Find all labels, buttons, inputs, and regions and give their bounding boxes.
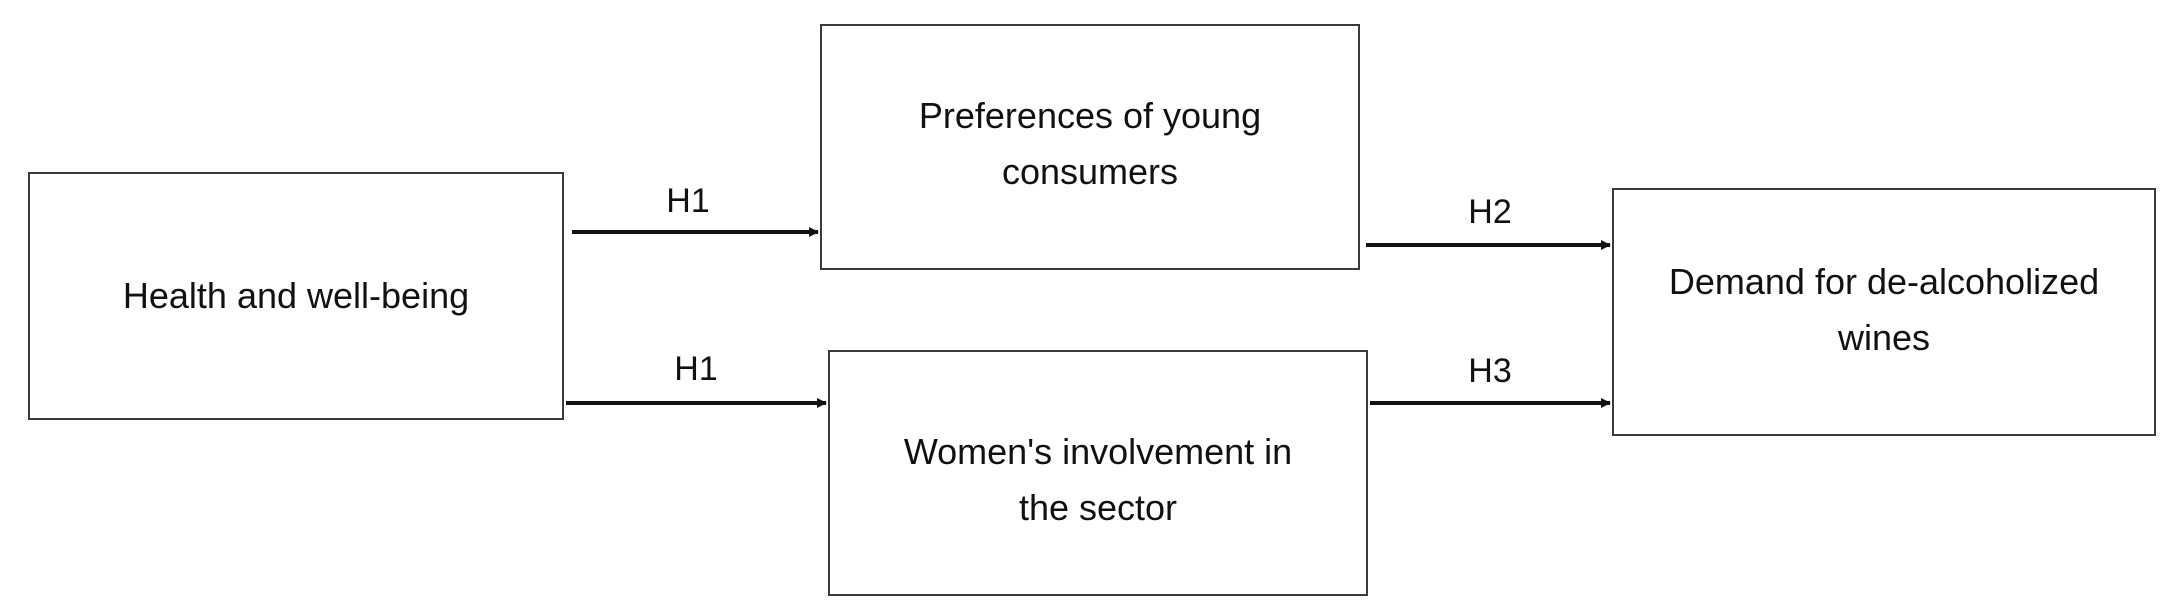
node-label: Demand for de-alcoholized wines — [1668, 261, 2100, 358]
edge-health-to-women: H1 — [566, 350, 827, 408]
edge-young-to-demand: H2 — [1366, 193, 1611, 250]
node-health-and-well-being: Health and well-being — [28, 172, 564, 420]
node-label: Health and well-being — [122, 275, 470, 316]
node-label: Women's involvement in the sector — [903, 431, 1293, 528]
edge-label-h2: H2 — [1468, 193, 1511, 231]
edge-women-to-demand: H3 — [1370, 352, 1611, 408]
node-womens-involvement: Women's involvement in the sector — [828, 350, 1368, 596]
node-preferences-of-young-consumers: Preferences of young consumers — [820, 24, 1360, 270]
edge-label-h1-bottom: H1 — [674, 350, 717, 388]
edge-label-h3: H3 — [1468, 352, 1511, 390]
node-label: Preferences of young consumers — [918, 95, 1262, 192]
edge-health-to-young: H1 — [572, 182, 819, 237]
edge-label-h1-top: H1 — [666, 182, 709, 220]
node-demand-for-de-alcoholized-wines: Demand for de-alcoholized wines — [1612, 188, 2156, 436]
